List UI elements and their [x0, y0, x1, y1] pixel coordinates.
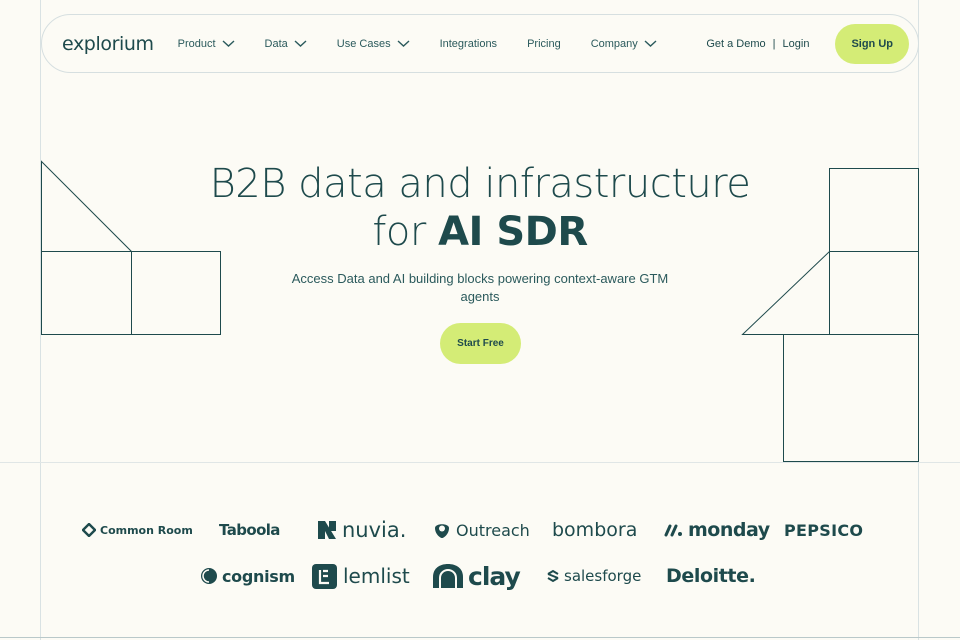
logo-monday: monday [664, 519, 770, 541]
guide-line-left [40, 0, 41, 640]
nav-item-data[interactable]: Data [265, 38, 307, 50]
hero-title-line1: B2B data and infrastructure [209, 161, 751, 207]
top-nav: explorium Product Data Use Cases Integra… [41, 14, 919, 73]
logo-bombora: bombora [552, 519, 638, 541]
nav-item-integrations[interactable]: Integrations [440, 38, 497, 50]
cognism-icon [201, 568, 217, 584]
logo-clay: clay [432, 562, 521, 591]
hero-subtitle: Access Data and AI building blocks power… [291, 271, 669, 304]
nav-menu: Product Data Use Cases Integrations Pric… [178, 38, 687, 50]
nav-item-use-cases[interactable]: Use Cases [337, 38, 410, 50]
nav-item-pricing[interactable]: Pricing [527, 38, 561, 50]
get-demo-link[interactable]: Get a Demo [706, 37, 766, 50]
start-free-button[interactable]: Start Free [440, 323, 521, 364]
logo-outreach: Outreach [432, 520, 530, 540]
logo-lemlist: lemlist [312, 563, 410, 589]
hero-title-line2-pre: for [372, 209, 439, 255]
monday-icon [664, 524, 682, 537]
nav-item-label: Product [177, 37, 216, 50]
nav-item-label: Company [590, 37, 638, 50]
logo-nuvia: nuvia. [316, 518, 406, 542]
hero-title-highlight: AI SDR [438, 209, 588, 255]
nav-item-company[interactable]: Company [591, 38, 657, 50]
chevron-down-icon [222, 40, 235, 47]
section-divider-bottom [0, 637, 960, 638]
logo-cognism: cognism [200, 567, 295, 586]
nav-item-label: Data [264, 37, 288, 50]
chevron-down-icon [294, 40, 307, 47]
nav-separator: | [772, 37, 776, 50]
nuvia-icon [318, 521, 336, 539]
nav-item-label: Integrations [439, 37, 498, 50]
logo-taboola: Taboola [219, 521, 280, 539]
outreach-icon [435, 524, 449, 538]
common-room-icon [82, 523, 96, 537]
logo-pepsico: PEPSICO [784, 520, 864, 540]
lemlist-icon [312, 563, 337, 589]
section-divider [0, 462, 960, 463]
nav-item-product[interactable]: Product [178, 38, 235, 50]
explorium-logo[interactable]: explorium [62, 32, 154, 55]
logo-common-room: Common Room [82, 523, 193, 537]
nav-item-label: Pricing [527, 37, 561, 50]
chevron-down-icon [644, 40, 657, 47]
logo-salesforge: salesforge [546, 567, 641, 585]
nav-actions: Get a Demo | Login Sign Up [706, 23, 909, 64]
hero-title: B2B data and infrastructure for AI SDR [0, 160, 960, 256]
salesforge-icon [547, 569, 559, 583]
nav-item-label: Use Cases [336, 37, 391, 50]
logo-deloitte: Deloitte. [666, 565, 756, 587]
clay-icon [433, 564, 463, 588]
login-link[interactable]: Login [782, 37, 810, 50]
sign-up-button[interactable]: Sign Up [835, 23, 909, 64]
chevron-down-icon [397, 40, 410, 47]
